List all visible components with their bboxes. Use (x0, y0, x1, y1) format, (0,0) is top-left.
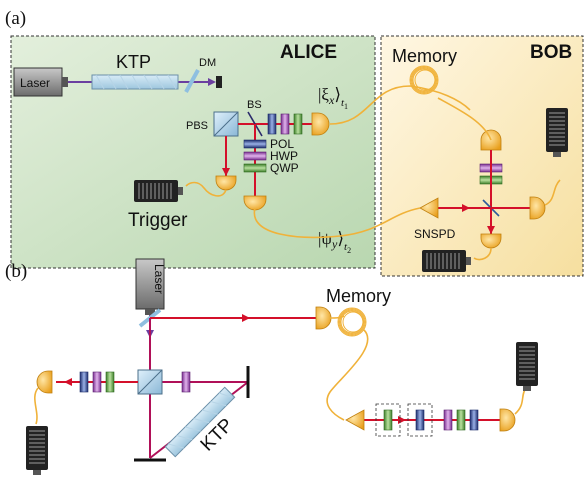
snspd-b-right (515, 341, 539, 392)
alice-title: ALICE (280, 42, 337, 63)
bob-detector-bottom (480, 233, 502, 249)
optional-pol-b (415, 409, 425, 431)
detector-a-psi (243, 195, 267, 211)
laser-b: Laser (135, 258, 166, 315)
memory-label-a: Memory (392, 46, 457, 66)
snspd-b-left (25, 425, 49, 476)
panel-a-tag: (a) (5, 8, 26, 29)
bob-detector-right (529, 196, 546, 220)
trigger-snspd (133, 179, 184, 203)
detector-b-left (36, 370, 53, 394)
bob-input-coupler (419, 197, 439, 219)
laser-b-label: Laser (152, 264, 166, 294)
hwp-a-horizontal (280, 113, 290, 135)
fiber-psi-to-bob (253, 207, 421, 239)
trigger-label: Trigger (128, 210, 188, 231)
pol-b-left (79, 371, 89, 393)
memory-fiber-spool-b (337, 307, 367, 337)
qwp-a-horizontal (293, 113, 303, 135)
polarizer-a-horizontal (267, 113, 277, 135)
beam-dump (216, 76, 222, 88)
hwp-b-left (92, 371, 102, 393)
ktp-label-a: KTP (116, 52, 151, 72)
svg-text:|ξx⟩t1: |ξx⟩t1 (318, 85, 348, 111)
snspd-label: SNSPD (414, 227, 456, 241)
ktp-crystal-b (164, 386, 236, 458)
memory-label-b: Memory (326, 286, 391, 306)
memory-coupler-b (315, 306, 332, 330)
memory-fiber-out-b (326, 329, 369, 421)
qwp-b-left (105, 371, 115, 393)
hwp-b-loop (181, 371, 191, 393)
laser-a: Laser (13, 67, 68, 97)
optional-qwp-b (383, 409, 393, 431)
hwp-label: HWP (270, 149, 298, 163)
detector-b-right (499, 408, 516, 432)
pbs-a (213, 111, 239, 137)
qwp-label: QWP (270, 161, 299, 175)
dichroic-mirror (184, 69, 200, 93)
pol-b-right (469, 409, 479, 431)
dm-label: DM (199, 57, 216, 69)
hwp-a-vertical (243, 151, 267, 161)
bob-input-coupler-b (345, 409, 365, 431)
qwp-b-right (456, 409, 466, 431)
pol-a-vertical (243, 139, 267, 149)
optional-plate-box-2 (407, 403, 433, 437)
qwp-a-vertical (243, 163, 267, 173)
ktp-crystal-a (91, 74, 179, 90)
laser-a-label: Laser (20, 76, 50, 90)
memory-fiber-spool-a (409, 65, 439, 95)
pbs-b (137, 369, 163, 395)
trigger-detector (215, 175, 237, 191)
bob-snspd-bottom (421, 249, 472, 273)
bob-title: BOB (530, 42, 572, 63)
hwp-b-right (443, 409, 453, 431)
bob-snspd-right (545, 107, 569, 158)
detector-a-xi (311, 112, 330, 136)
state-xi-label: |ξx⟩t1 (318, 85, 348, 111)
bs-label: BS (247, 99, 262, 111)
pol-label: POL (270, 137, 294, 151)
fiber-xi-to-memory (329, 85, 471, 125)
svg-text:|ψy⟩t2: |ψy⟩t2 (318, 229, 351, 255)
panel-b-tag: (b) (5, 261, 27, 282)
state-psi-label: |ψy⟩t2 (318, 229, 351, 255)
trigger-fiber (185, 181, 227, 197)
alice-region (10, 35, 376, 269)
optional-plate-box-1 (375, 403, 401, 437)
pbs-label: PBS (186, 120, 208, 132)
